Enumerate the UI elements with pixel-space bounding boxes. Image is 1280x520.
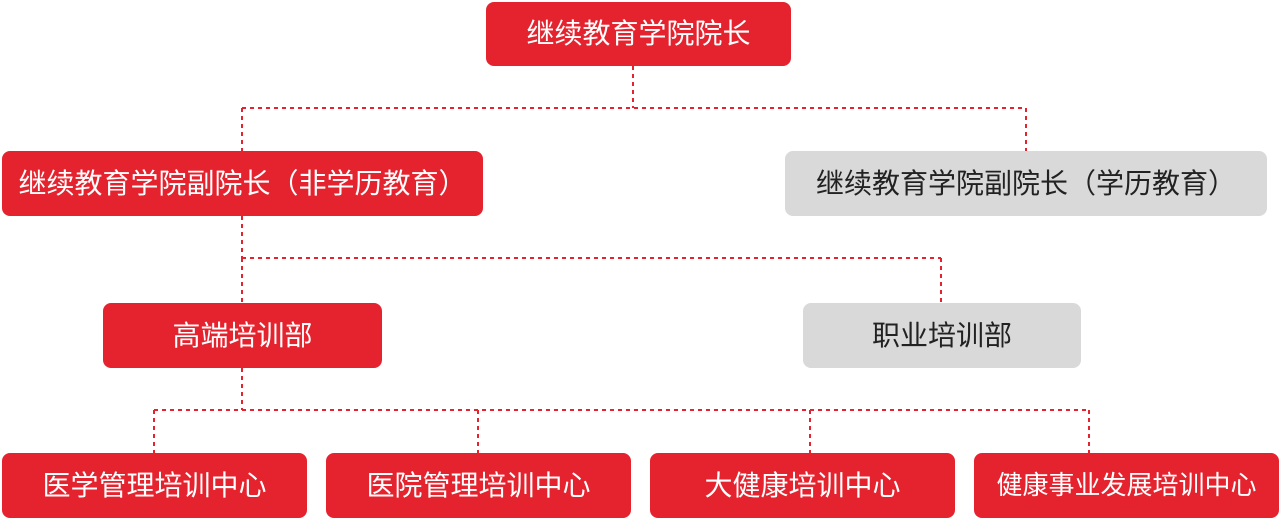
node-big-health-center: 大健康培训中心	[650, 453, 955, 518]
node-vocational-training-dept: 职业培训部	[803, 303, 1081, 368]
node-medical-management-center-label: 医学管理培训中心	[42, 468, 267, 502]
node-vice-dean-non-degree: 继续教育学院副院长（非学历教育）	[2, 151, 483, 216]
node-vocational-training-dept-label: 职业培训部	[871, 318, 1012, 352]
node-big-health-center-label: 大健康培训中心	[704, 468, 901, 502]
node-dean-label: 继续教育学院院长	[526, 17, 751, 50]
node-hospital-management-center-label: 医院管理培训中心	[366, 468, 591, 502]
node-vice-dean-degree: 继续教育学院副院长（学历教育）	[785, 151, 1267, 216]
node-hospital-management-center: 医院管理培训中心	[326, 453, 631, 518]
node-dean: 继续教育学院院长	[486, 2, 791, 66]
node-high-end-training-dept: 高端培训部	[103, 303, 382, 368]
node-health-development-center-label: 健康事业发展培训中心	[996, 470, 1257, 501]
node-health-development-center: 健康事业发展培训中心	[974, 453, 1279, 518]
node-high-end-training-dept-label: 高端培训部	[172, 318, 313, 352]
node-vice-dean-degree-label: 继续教育学院副院长（学历教育）	[815, 166, 1236, 200]
node-vice-dean-non-degree-label: 继续教育学院副院长（非学历教育）	[18, 166, 467, 200]
node-medical-management-center: 医学管理培训中心	[2, 453, 307, 518]
